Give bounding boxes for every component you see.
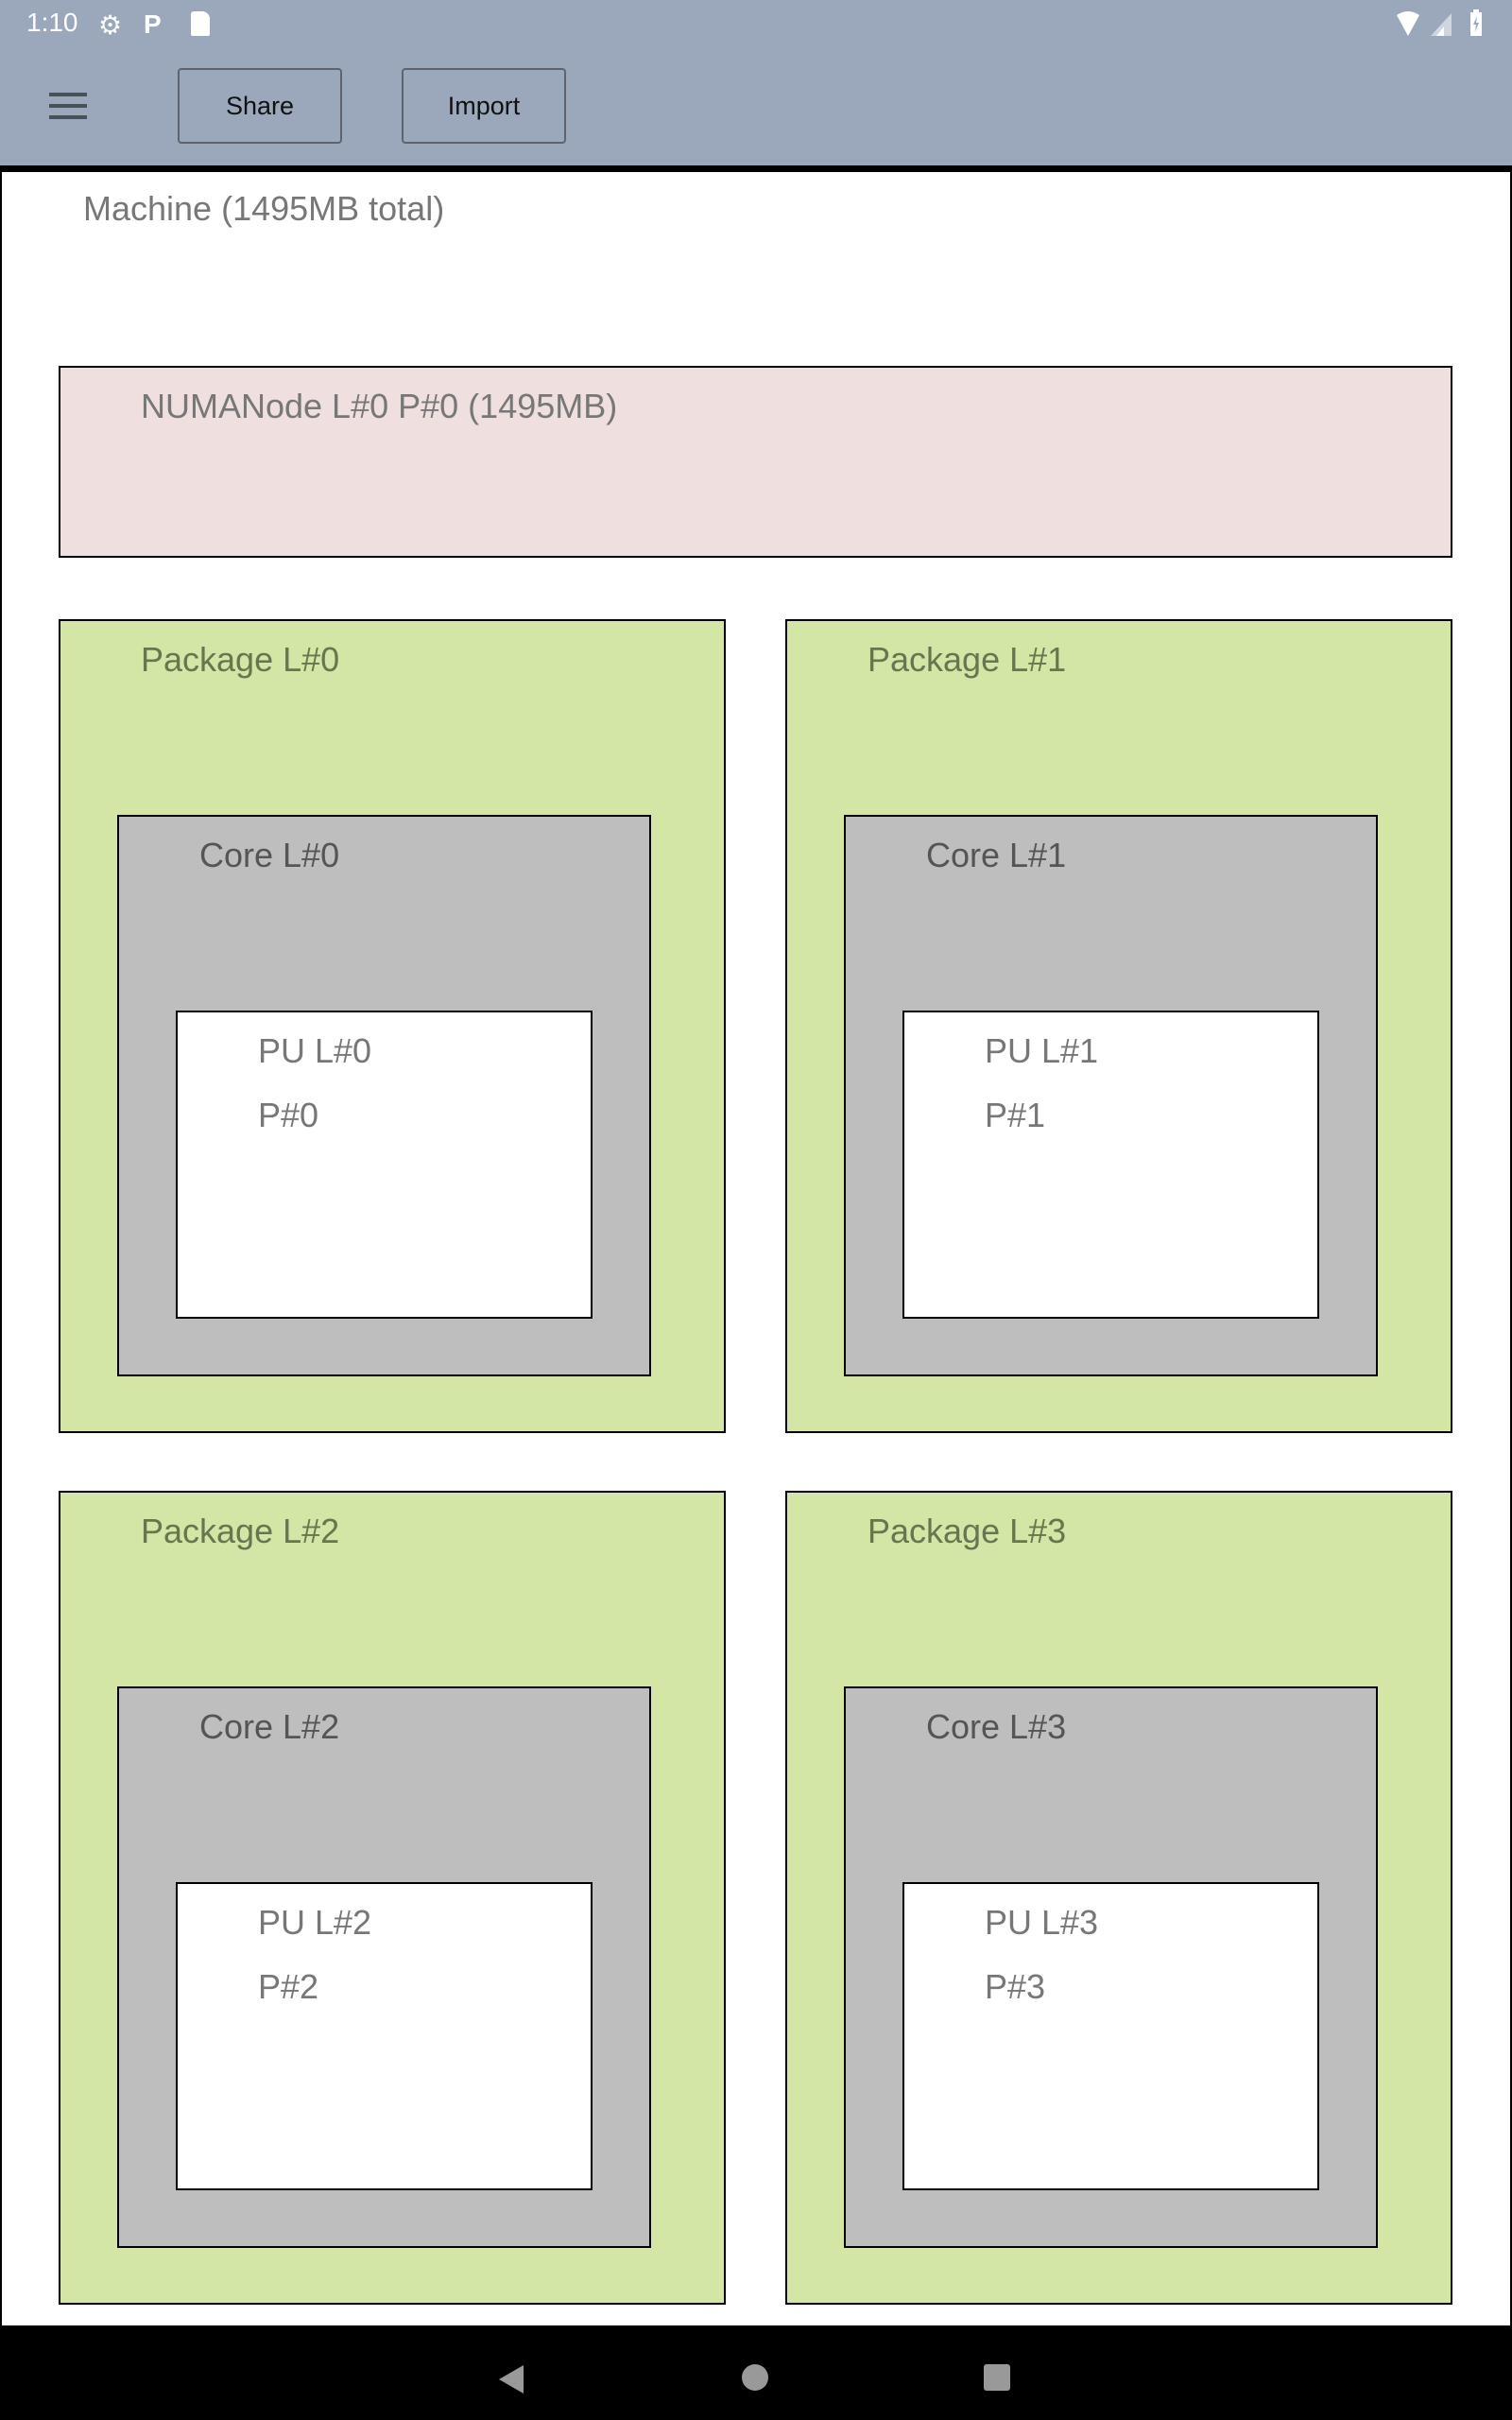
toolbar-divider xyxy=(0,165,1512,172)
recents-icon[interactable] xyxy=(983,2363,1011,2392)
battery-charging-icon xyxy=(1470,9,1482,36)
package-label: Package L#3 xyxy=(868,1512,1067,1550)
package-1[interactable]: Package L#1 Core L#1 PU L#1 P#1 xyxy=(785,619,1452,1433)
menu-icon[interactable] xyxy=(49,93,87,119)
package-2[interactable]: Package L#2 Core L#2 PU L#2 P#2 xyxy=(59,1491,726,2305)
core-0[interactable]: Core L#0 PU L#0 P#0 xyxy=(117,815,651,1376)
status-bar: 1:10 ⚙ P xyxy=(0,0,1512,78)
package-label: Package L#0 xyxy=(141,640,340,679)
pu-physical-label: P#3 xyxy=(985,1967,1046,2006)
pu-3[interactable]: PU L#3 P#3 xyxy=(902,1882,1319,2190)
core-label: Core L#0 xyxy=(199,836,340,874)
core-label: Core L#1 xyxy=(926,836,1067,874)
pu-0[interactable]: PU L#0 P#0 xyxy=(176,1011,593,1319)
toolbar xyxy=(0,78,1512,165)
pu-physical-label: P#2 xyxy=(258,1967,319,2006)
import-button[interactable]: Import xyxy=(402,68,566,144)
core-3[interactable]: Core L#3 PU L#3 P#3 xyxy=(844,1686,1378,2248)
pu-1[interactable]: PU L#1 P#1 xyxy=(902,1011,1319,1319)
back-icon[interactable] xyxy=(497,2363,525,2395)
core-2[interactable]: Core L#2 PU L#2 P#2 xyxy=(117,1686,651,2248)
share-button[interactable]: Share xyxy=(178,68,342,144)
package-label: Package L#1 xyxy=(868,640,1067,679)
pu-label: PU L#3 xyxy=(985,1903,1099,1942)
numa-label: NUMANode L#0 P#0 (1495MB) xyxy=(141,387,618,425)
pu-2[interactable]: PU L#2 P#2 xyxy=(176,1882,593,2190)
core-label: Core L#2 xyxy=(199,1707,340,1746)
core-label: Core L#3 xyxy=(926,1707,1067,1746)
pu-label: PU L#2 xyxy=(258,1903,372,1942)
pu-label: PU L#1 xyxy=(985,1031,1099,1070)
numa-node[interactable]: NUMANode L#0 P#0 (1495MB) xyxy=(59,366,1452,558)
gear-icon: ⚙ xyxy=(98,10,123,40)
package-0[interactable]: Package L#0 Core L#0 PU L#0 P#0 xyxy=(59,619,726,1433)
machine-label: Machine (1495MB total) xyxy=(83,189,445,228)
core-1[interactable]: Core L#1 PU L#1 P#1 xyxy=(844,815,1378,1376)
status-time: 1:10 xyxy=(26,8,78,37)
pu-physical-label: P#1 xyxy=(985,1096,1046,1134)
signal-icon xyxy=(1431,13,1452,36)
wifi-icon xyxy=(1397,11,1419,36)
home-icon[interactable] xyxy=(741,2363,769,2392)
parking-icon: P xyxy=(144,9,162,39)
package-3[interactable]: Package L#3 Core L#3 PU L#3 P#3 xyxy=(785,1491,1452,2305)
pu-physical-label: P#0 xyxy=(258,1096,319,1134)
navigation-bar xyxy=(0,2327,1512,2420)
sd-card-icon xyxy=(191,11,210,36)
pu-label: PU L#0 xyxy=(258,1031,372,1070)
package-label: Package L#2 xyxy=(141,1512,340,1550)
